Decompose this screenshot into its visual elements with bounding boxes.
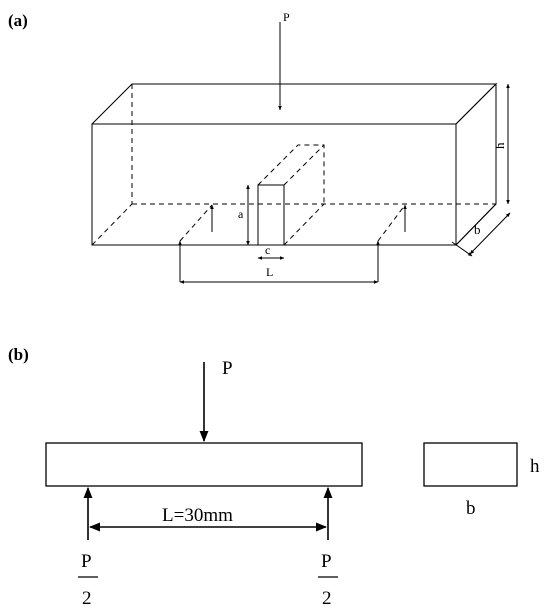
reaction-right-denominator: 2 xyxy=(322,588,332,609)
reaction-right-numerator: P xyxy=(321,551,332,572)
section-width-label: b xyxy=(466,498,476,519)
notch-depth-label: a xyxy=(238,207,244,221)
height-label-a: h xyxy=(492,142,507,149)
panel-b-label: (b) xyxy=(8,345,29,364)
load-label-a: P xyxy=(283,10,290,24)
cross-section xyxy=(423,442,518,487)
panel-a-label: (a) xyxy=(8,11,28,30)
span-label-a: L xyxy=(266,265,273,279)
beam-side-view xyxy=(45,442,363,487)
supports-a xyxy=(178,204,407,282)
width-dimension-a xyxy=(451,203,511,257)
notch xyxy=(257,144,325,246)
panel-a: (a) P xyxy=(8,10,511,284)
section-height-label: h xyxy=(530,456,540,477)
beam-3d xyxy=(91,82,498,246)
span-label-b: L=30mm xyxy=(162,505,233,526)
width-label-a: b xyxy=(474,222,481,237)
reaction-left-numerator: P xyxy=(81,551,92,572)
panel-b: (b) P L=30mm P 2 P 2 h b xyxy=(8,345,540,609)
notch-width-label: c xyxy=(265,243,270,257)
load-label-b: P xyxy=(222,358,233,379)
reaction-left-denominator: 2 xyxy=(82,588,92,609)
